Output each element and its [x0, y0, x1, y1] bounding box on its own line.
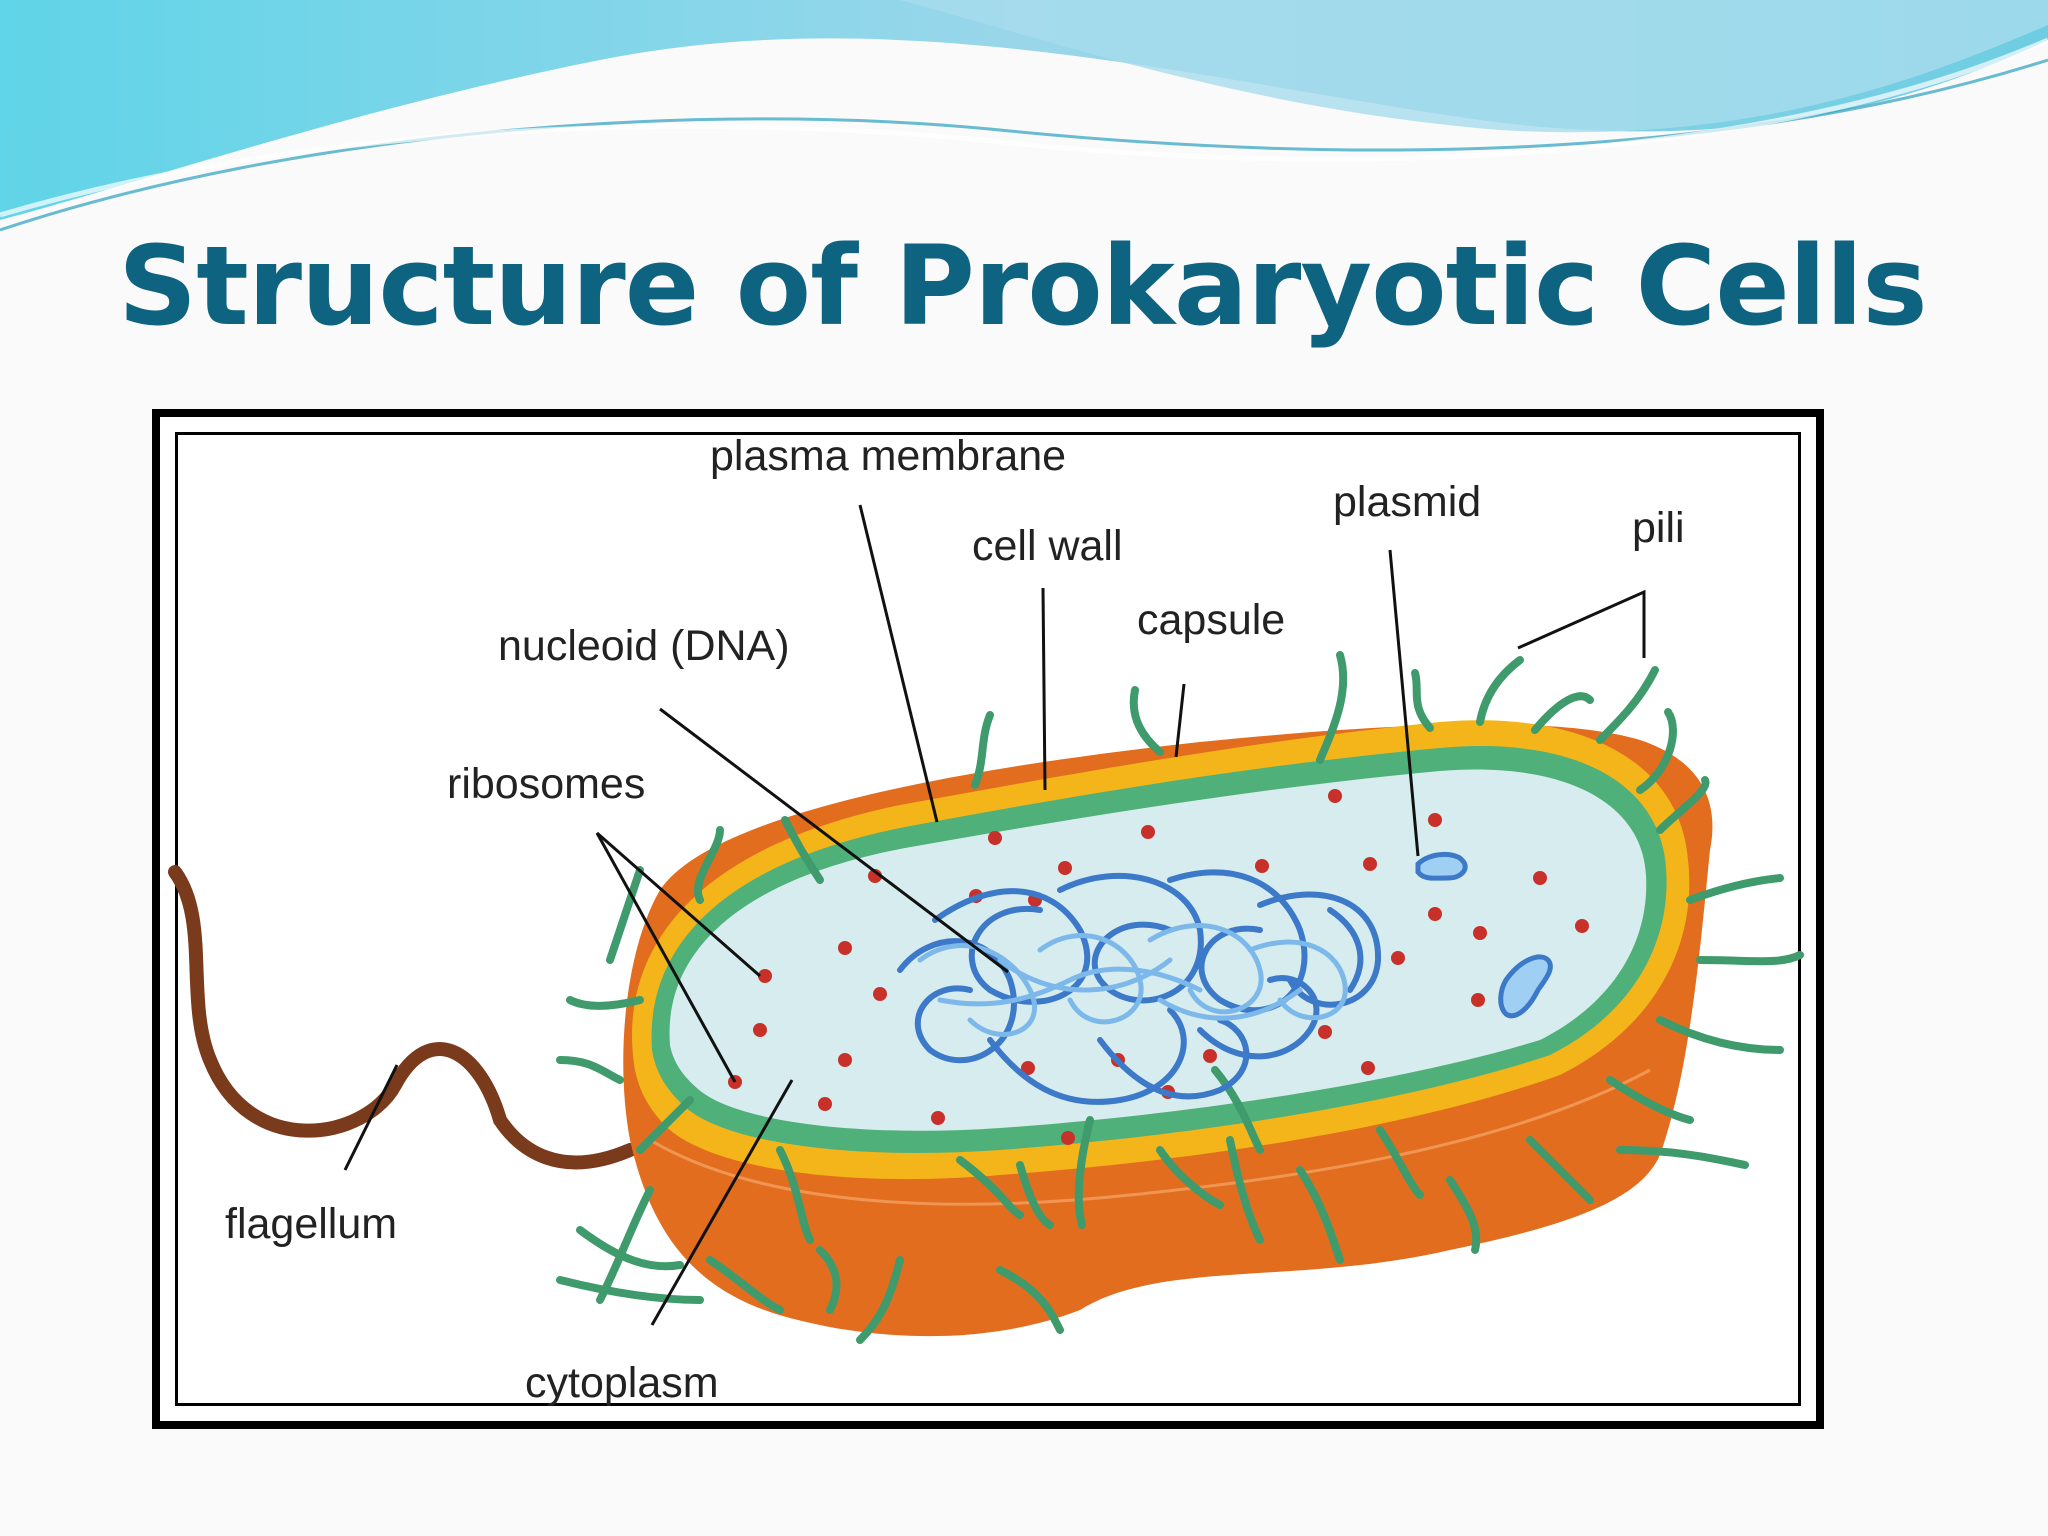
flagellum — [168, 865, 637, 1170]
label-nucleoid: nucleoid (DNA) — [498, 622, 790, 670]
header-wave-decoration — [0, 0, 2048, 232]
label-plasmid: plasmid — [1333, 478, 1481, 526]
leader-lines — [343, 504, 1646, 1326]
label-plasma-membrane: plasma membrane — [710, 432, 1066, 480]
label-flagellum: flagellum — [225, 1200, 397, 1248]
ribosomes — [728, 789, 1589, 1145]
nucleoid-dna — [897, 869, 1382, 1105]
cytoplasm — [669, 769, 1647, 1131]
pili — [556, 651, 1804, 1344]
label-cytoplasm: cytoplasm — [525, 1359, 719, 1407]
plasmid — [1415, 852, 1553, 1019]
label-ribosomes: ribosomes — [447, 760, 645, 808]
label-pili: pili — [1632, 504, 1685, 552]
label-capsule: capsule — [1137, 596, 1285, 644]
label-cell-wall: cell wall — [972, 522, 1123, 570]
slide-title: Structure of Prokaryotic Cells — [118, 222, 1928, 350]
